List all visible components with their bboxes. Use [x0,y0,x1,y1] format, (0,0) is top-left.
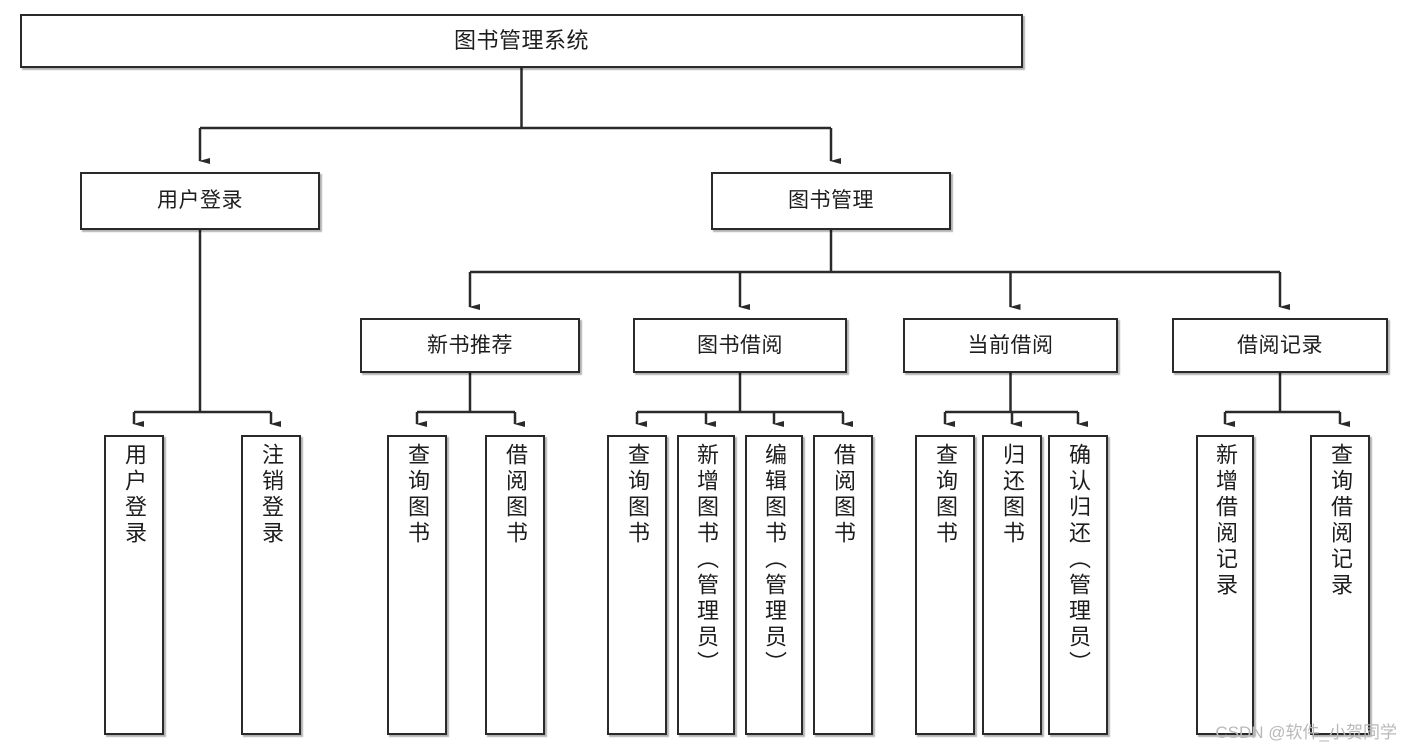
node-label: 新书推荐 [427,333,513,357]
node-leaf3[interactable]: 查询图书 [387,435,447,735]
node-leaf13[interactable]: 查询借阅记录 [1310,435,1370,735]
node-label: 注销登录 [259,443,284,547]
node-bookmgmt[interactable]: 图书管理 [711,172,951,230]
node-label: 用户登录 [122,443,147,547]
node-label: 用户登录 [157,189,243,213]
node-label: 当前借阅 [967,333,1054,357]
node-current[interactable]: 当前借阅 [903,318,1118,373]
node-label: 新增图书（管理员） [694,443,719,677]
node-label: 图书管理 [788,189,874,213]
node-label: 图书管理系统 [453,27,589,53]
node-label: 查询图书 [933,443,958,547]
node-label: 确认归还（管理员） [1066,443,1091,677]
node-login[interactable]: 用户登录 [80,172,320,230]
node-label: 编辑图书（管理员） [762,443,787,677]
node-label: 新增借阅记录 [1213,443,1238,599]
node-leaf8[interactable]: 借阅图书 [813,435,873,735]
node-label: 借阅图书 [503,443,528,547]
node-label: 查询图书 [405,443,430,547]
node-leaf6[interactable]: 新增图书（管理员） [677,435,735,735]
node-leaf5[interactable]: 查询图书 [607,435,667,735]
node-label: 查询图书 [625,443,650,547]
node-label: 查询借阅记录 [1328,443,1353,599]
node-root[interactable]: 图书管理系统 [20,14,1023,68]
node-leaf1[interactable]: 用户登录 [104,435,164,735]
node-leaf4[interactable]: 借阅图书 [485,435,545,735]
node-leaf2[interactable]: 注销登录 [241,435,301,735]
node-leaf12[interactable]: 新增借阅记录 [1196,435,1254,735]
node-leaf11[interactable]: 确认归还（管理员） [1048,435,1108,735]
node-borrow[interactable]: 图书借阅 [633,318,847,373]
node-newbooks[interactable]: 新书推荐 [360,318,580,373]
node-leaf7[interactable]: 编辑图书（管理员） [745,435,803,735]
watermark: CSDN @软件_小贺同学 [1215,723,1397,742]
node-leaf10[interactable]: 归还图书 [982,435,1042,735]
node-label: 借阅图书 [831,443,856,547]
node-label: 图书借阅 [697,333,783,357]
node-records[interactable]: 借阅记录 [1172,318,1388,373]
node-label: 归还图书 [1000,443,1025,547]
node-label: 借阅记录 [1237,333,1323,357]
node-leaf9[interactable]: 查询图书 [915,435,975,735]
